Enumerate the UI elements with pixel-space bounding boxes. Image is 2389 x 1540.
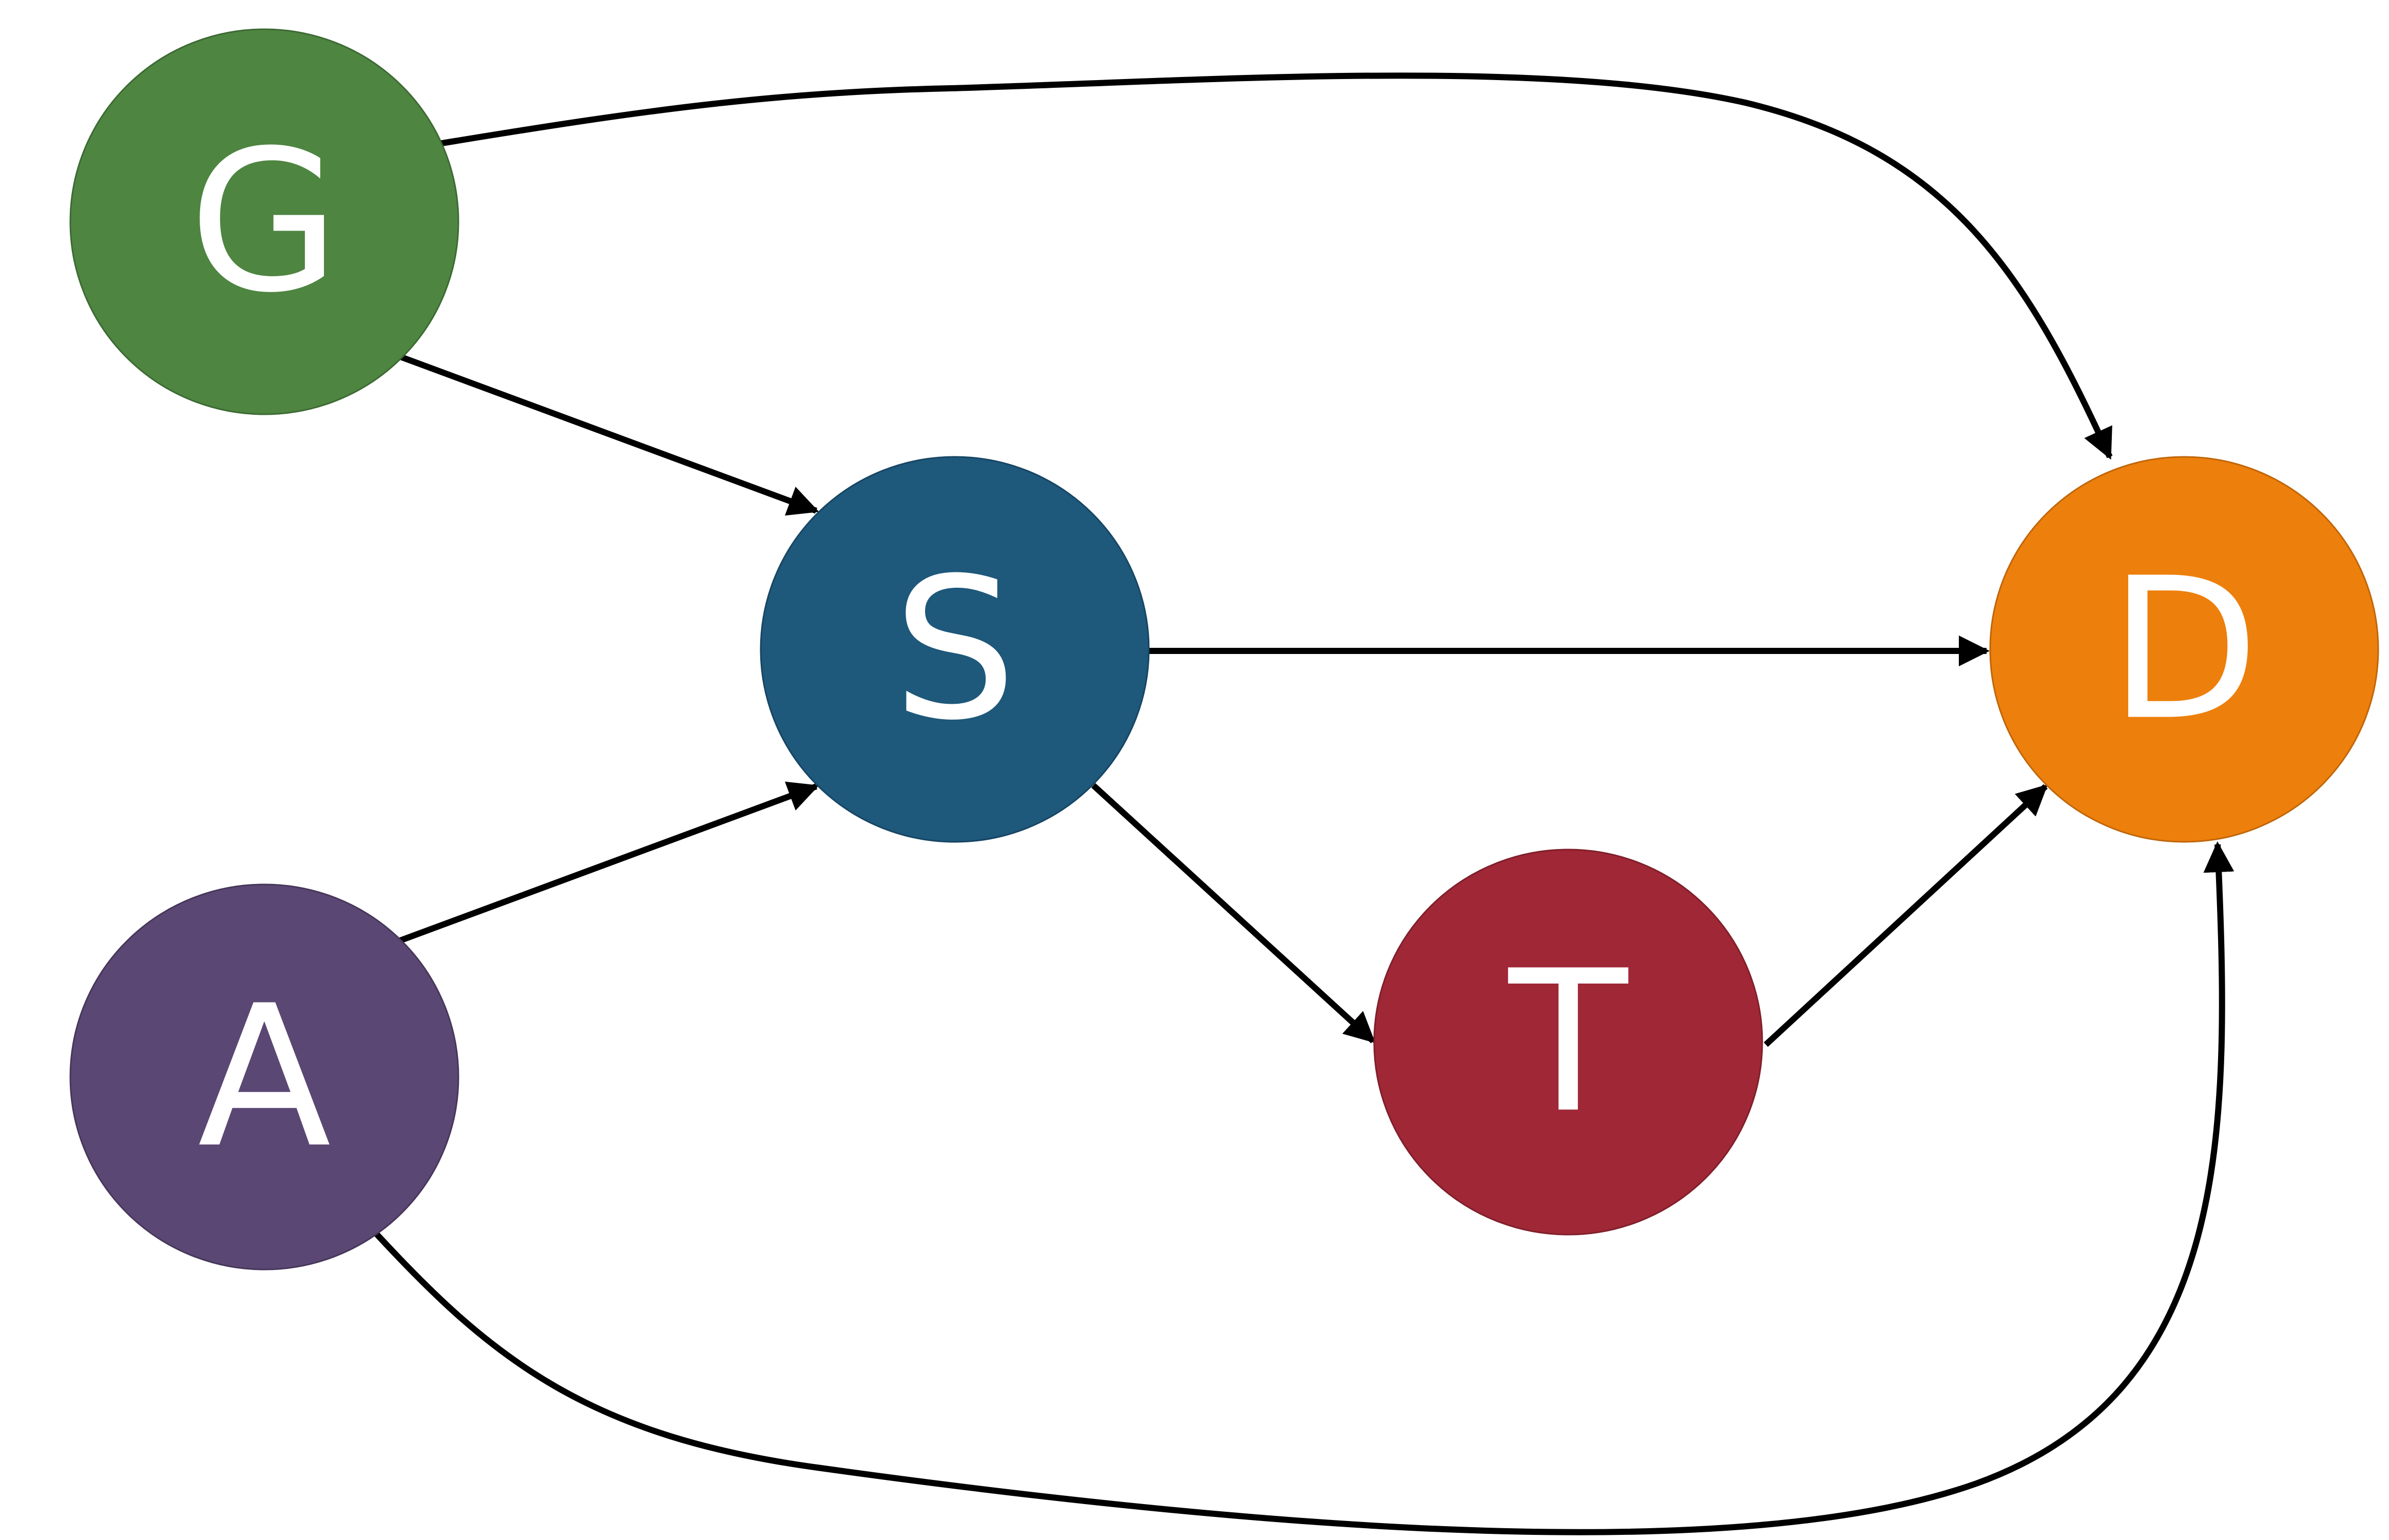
node-t: T xyxy=(1373,849,1763,1236)
edge-g-to-d xyxy=(438,72,2113,460)
node-d-circle xyxy=(1989,456,2379,843)
nodes-layer: G S A T D xyxy=(69,28,2379,1270)
node-g-label: G xyxy=(189,108,340,336)
node-d: D xyxy=(1989,456,2379,843)
edge-a-to-s xyxy=(399,781,819,944)
edge-t-to-d xyxy=(1763,784,2048,1047)
edge-a-to-d xyxy=(372,841,2234,1535)
edge-g-to-s xyxy=(399,354,819,516)
node-s-circle xyxy=(760,456,1150,843)
node-a: A xyxy=(69,883,459,1270)
node-s-label: S xyxy=(893,536,1016,763)
node-a-label: A xyxy=(198,964,332,1191)
node-g-circle xyxy=(69,28,459,415)
node-s: S xyxy=(760,456,1150,843)
edges-layer xyxy=(372,72,2234,1535)
edge-s-to-t xyxy=(1091,783,1376,1044)
node-g: G xyxy=(69,28,459,415)
node-t-circle xyxy=(1373,849,1763,1236)
node-d-label: D xyxy=(2109,536,2260,763)
node-a-circle xyxy=(69,883,459,1270)
node-t-label: T xyxy=(1506,929,1630,1156)
